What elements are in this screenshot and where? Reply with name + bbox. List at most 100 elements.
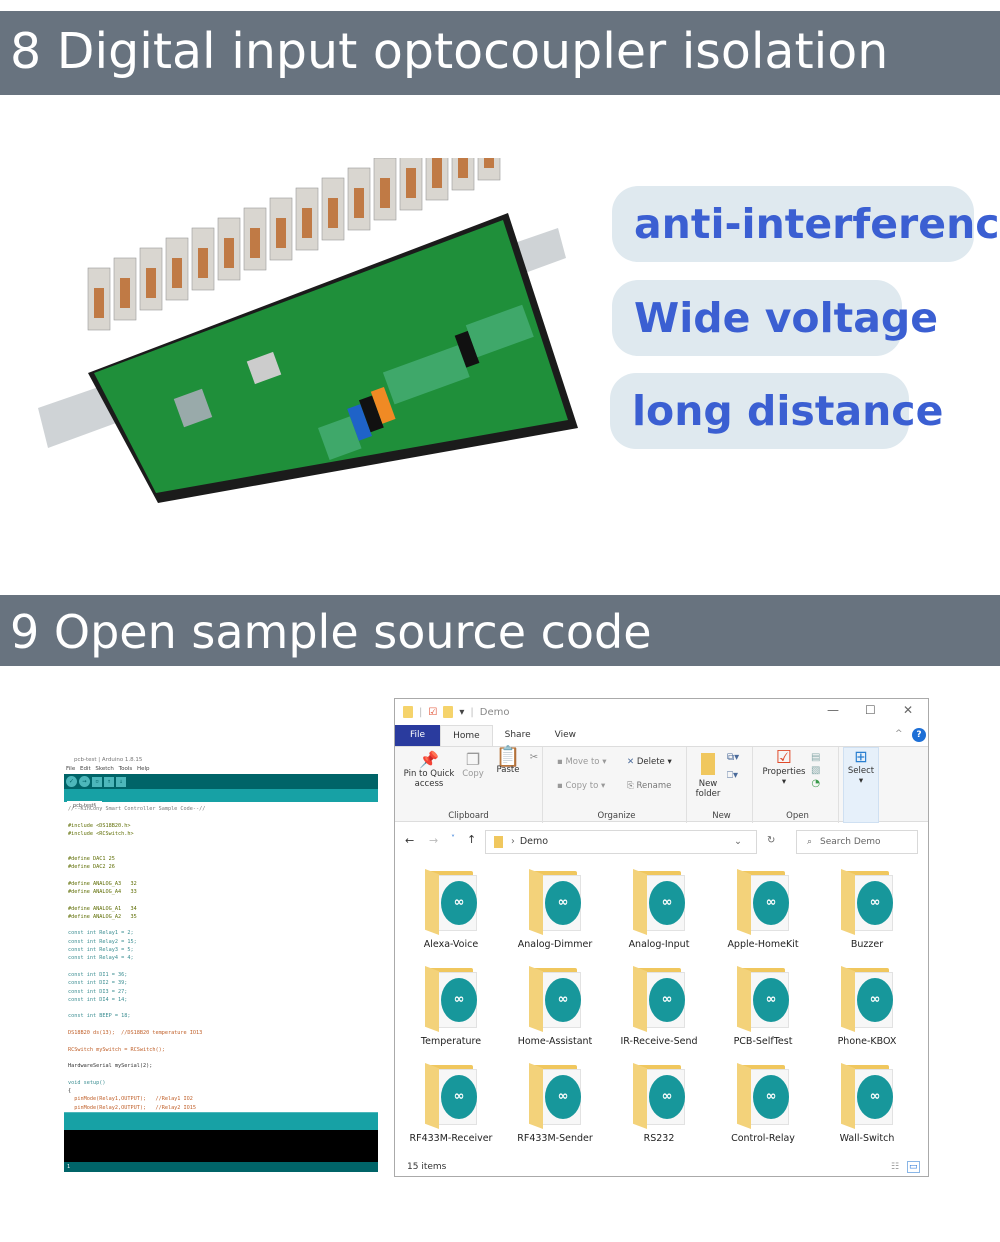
open-group: ☑Properties▾ ▤▧◔ Open [757,747,839,823]
code-line: const int DI4 = 14; [68,996,128,1003]
folder-item[interactable]: ∞Phone-KBOX [815,964,919,1050]
folder-item[interactable]: ∞Analog-Dimmer [503,867,607,953]
folder-item[interactable]: ∞Temperature [399,964,503,1050]
code-line: const int Relay1 = 2; [68,930,134,937]
code-line [68,813,374,821]
close-icon[interactable]: ✕ [903,703,914,717]
file-explorer-window: | ☑ ▾| Demo — ☐ ✕ File Home Share View ^… [394,698,929,1177]
relay-coil [94,288,104,318]
back-icon[interactable]: ← [405,834,415,847]
address-dropdown-icon[interactable]: ⌄ [734,836,742,847]
menu-edit[interactable]: Edit [79,766,91,772]
up-icon[interactable]: ↑ [467,833,477,846]
file-grid: ∞Alexa-Voice∞Analog-Dimmer∞Analog-Input∞… [395,867,930,1147]
folder-item[interactable]: ∞PCB-SelfTest [711,964,815,1050]
feature-anti-interference: anti-interference [612,186,1000,262]
new-group: New folder ⧉▾ ⎕▾ New [691,747,753,823]
tab-view[interactable]: View [554,730,576,740]
large-icons-view-icon[interactable]: ▭ [907,1161,920,1173]
new-icon[interactable]: ▫ [92,776,102,787]
properties-button[interactable]: ☑Properties▾ [762,747,806,788]
new-folder-button[interactable]: New folder [693,753,723,799]
code-line: #define DAC1 25 [68,855,115,862]
upload-icon[interactable]: → [79,776,90,787]
folder-item[interactable]: ∞Analog-Input [607,867,711,953]
status-bar: 15 items [407,1162,447,1172]
forward-icon[interactable]: → [429,834,439,847]
folder-item[interactable]: ∞Alexa-Voice [399,867,503,953]
menu-help[interactable]: Help [136,766,150,772]
open-label: Open [786,811,809,821]
folder-item[interactable]: ∞Home-Assistant [503,964,607,1050]
relay-coil [432,158,442,188]
rename-button[interactable]: ⎘ Rename [627,781,672,791]
folder-item[interactable]: ∞Wall-Switch [815,1061,919,1147]
recent-icon[interactable]: ˅ [451,834,455,843]
move-to-button[interactable]: ▪ Move to ▾ [557,757,607,767]
code-line [68,1021,374,1029]
folder-item[interactable]: ∞RF433M-Sender [503,1061,607,1147]
properties-quick-icon[interactable]: ☑ [428,706,438,718]
menu-file[interactable]: File [66,766,76,772]
folder-name: RF433M-Sender [517,1133,593,1144]
new-label: New [712,811,731,821]
code-line: #define ANALOG_A2 35 [68,913,137,920]
paste-icon: 📋 [495,744,521,768]
relay-coil [484,158,494,168]
maximize-icon[interactable]: ☐ [865,703,876,717]
folder-item[interactable]: ∞Apple-HomeKit [711,867,815,953]
section-8-title: 8 Digital input optocoupler isolation [0,11,1000,95]
refresh-icon[interactable]: ↻ [767,835,776,846]
details-view-icon[interactable]: ☷ [891,1162,900,1172]
folder-item[interactable]: ∞RF433M-Receiver [399,1061,503,1147]
search-input[interactable]: ⌕Search Demo [796,830,918,854]
collapse-ribbon-icon[interactable]: ^ [895,729,903,739]
save-icon[interactable]: ↓ [116,776,126,787]
menu-sketch[interactable]: Sketch [95,766,114,772]
folder-name: Control-Relay [731,1133,795,1144]
relay-coil [302,208,312,238]
open-icons[interactable]: ▤▧◔ [811,752,821,789]
folder-item[interactable]: ∞IR-Receive-Send [607,964,711,1050]
tab-share[interactable]: Share [504,730,531,740]
arduino-folder-icon: ∞ [837,1061,897,1129]
folder-name: Home-Assistant [517,1036,593,1047]
minimize-icon[interactable]: — [827,703,839,717]
menu-tools[interactable]: Tools [118,766,133,772]
copy-to-button[interactable]: ▪ Copy to ▾ [557,781,606,791]
cut-icon[interactable]: ✂ [529,752,539,763]
tab-file[interactable]: File [395,725,441,746]
code-line [68,1037,374,1045]
tab-home[interactable]: Home [440,725,493,746]
address-text: Demo [519,836,549,847]
help-icon[interactable]: ? [912,728,926,742]
arduino-folder-icon: ∞ [525,867,585,935]
relay-coil [380,178,390,208]
code-editor[interactable]: //--KinCony Smart Controller Sample Code… [64,802,378,1112]
customize-toolbar-icon[interactable]: ▾ [459,706,465,718]
pin-quick-access-button[interactable]: 📌Pin to Quick access [401,750,457,790]
code-line: pinMode(Relay2,OUTPUT); //Relay2 IO15 [68,1104,197,1111]
address-bar[interactable]: ›Demo ⌄ [485,830,757,854]
folder-item[interactable]: ∞Buzzer [815,867,919,953]
verify-icon[interactable]: ✓ [66,776,77,787]
folder-item[interactable]: ∞RS232 [607,1061,711,1147]
folder-item[interactable]: ∞Control-Relay [711,1061,815,1147]
pin-icon: 📌 [419,750,439,769]
arduino-menu: File Edit Sketch Tools Help [64,765,378,774]
arduino-folder-icon: ∞ [629,1061,689,1129]
new-item-icon[interactable]: ⧉▾ [727,752,740,763]
new-folder-quick-icon[interactable] [443,706,454,718]
code-line [68,1054,374,1062]
sketch-tab[interactable]: pcb-test§ [67,801,103,811]
delete-button[interactable]: ✕ Delete ▾ [627,757,672,767]
open-icon[interactable]: ↑ [104,776,114,787]
code-line: const int Relay4 = 4; [68,955,134,962]
arduino-folder-icon: ∞ [733,964,793,1032]
select-button[interactable]: ⊞Select▾ [843,747,879,823]
copy-button[interactable]: ❐Copy [459,752,487,780]
easy-access-icon[interactable]: ⎕▾ [727,770,739,781]
paste-button[interactable]: 📋Paste [493,744,523,775]
line-number: 1 [64,1162,378,1172]
folder-name: Buzzer [850,939,884,950]
